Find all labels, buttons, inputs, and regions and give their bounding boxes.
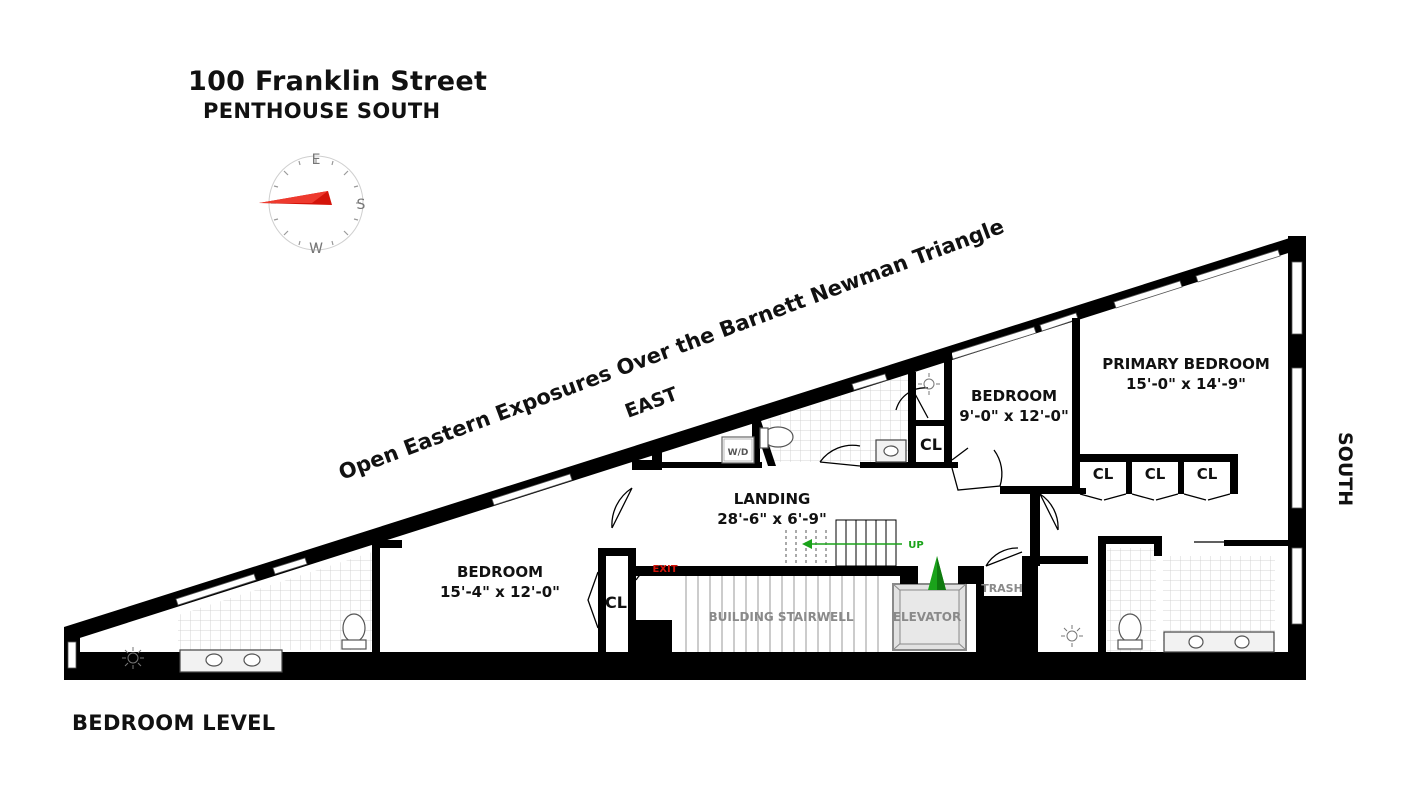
doors <box>587 387 1254 629</box>
floorplan-address: 100 Franklin Street <box>188 66 488 97</box>
compass-label-w: W <box>309 241 323 257</box>
bedroom-small-name: BEDROOM <box>971 387 1057 405</box>
elevator-arrow-icon <box>928 556 946 590</box>
primary-bedroom-name: PRIMARY BEDROOM <box>1102 355 1270 373</box>
building-stairwell-treads <box>685 576 879 652</box>
shower-head-icon <box>122 373 1083 669</box>
compass-icon: E S W <box>259 152 366 257</box>
bedroom-small-dims: 9'-0" x 12'-0" <box>959 407 1069 425</box>
washer-dryer-label: W/D <box>728 448 749 458</box>
stair-up-label: UP <box>908 540 923 551</box>
closet-label: CL <box>920 435 942 454</box>
exit-label: EXIT <box>652 564 677 575</box>
interior-walls <box>372 318 1288 652</box>
level-label: BEDROOM LEVEL <box>72 711 276 735</box>
landing-name: LANDING <box>734 490 811 508</box>
elevator-label: ELEVATOR <box>893 610 962 624</box>
elevator-cab-icon <box>892 583 967 651</box>
south-label: SOUTH <box>1334 432 1356 506</box>
stair-up-arrow-icon <box>802 539 902 549</box>
bedroom-large-name: BEDROOM <box>457 563 543 581</box>
bedroom-large-dims: 15'-4" x 12'-0" <box>440 583 560 601</box>
trash-label: TRASH <box>981 582 1023 595</box>
landing-dims: 28'-6" x 6'-9" <box>717 510 827 528</box>
closet-label: CL <box>605 593 627 612</box>
sink-icon <box>179 439 1275 673</box>
washer-dryer-icon <box>721 436 755 464</box>
closet-label: CL <box>1093 465 1114 483</box>
landing-stair <box>785 519 897 567</box>
exposure-direction: EAST <box>622 383 681 423</box>
floorplan-unit: PENTHOUSE SOUTH <box>203 99 441 123</box>
stairwell-label: BUILDING STAIRWELL <box>708 610 853 624</box>
compass-label-s: S <box>357 197 366 213</box>
compass-label-e: E <box>312 152 321 168</box>
toilet-icon <box>341 426 1143 650</box>
closet-label: CL <box>1197 465 1218 483</box>
primary-bedroom-dims: 15'-0" x 14'-9" <box>1126 375 1246 393</box>
closet-label: CL <box>1145 465 1166 483</box>
